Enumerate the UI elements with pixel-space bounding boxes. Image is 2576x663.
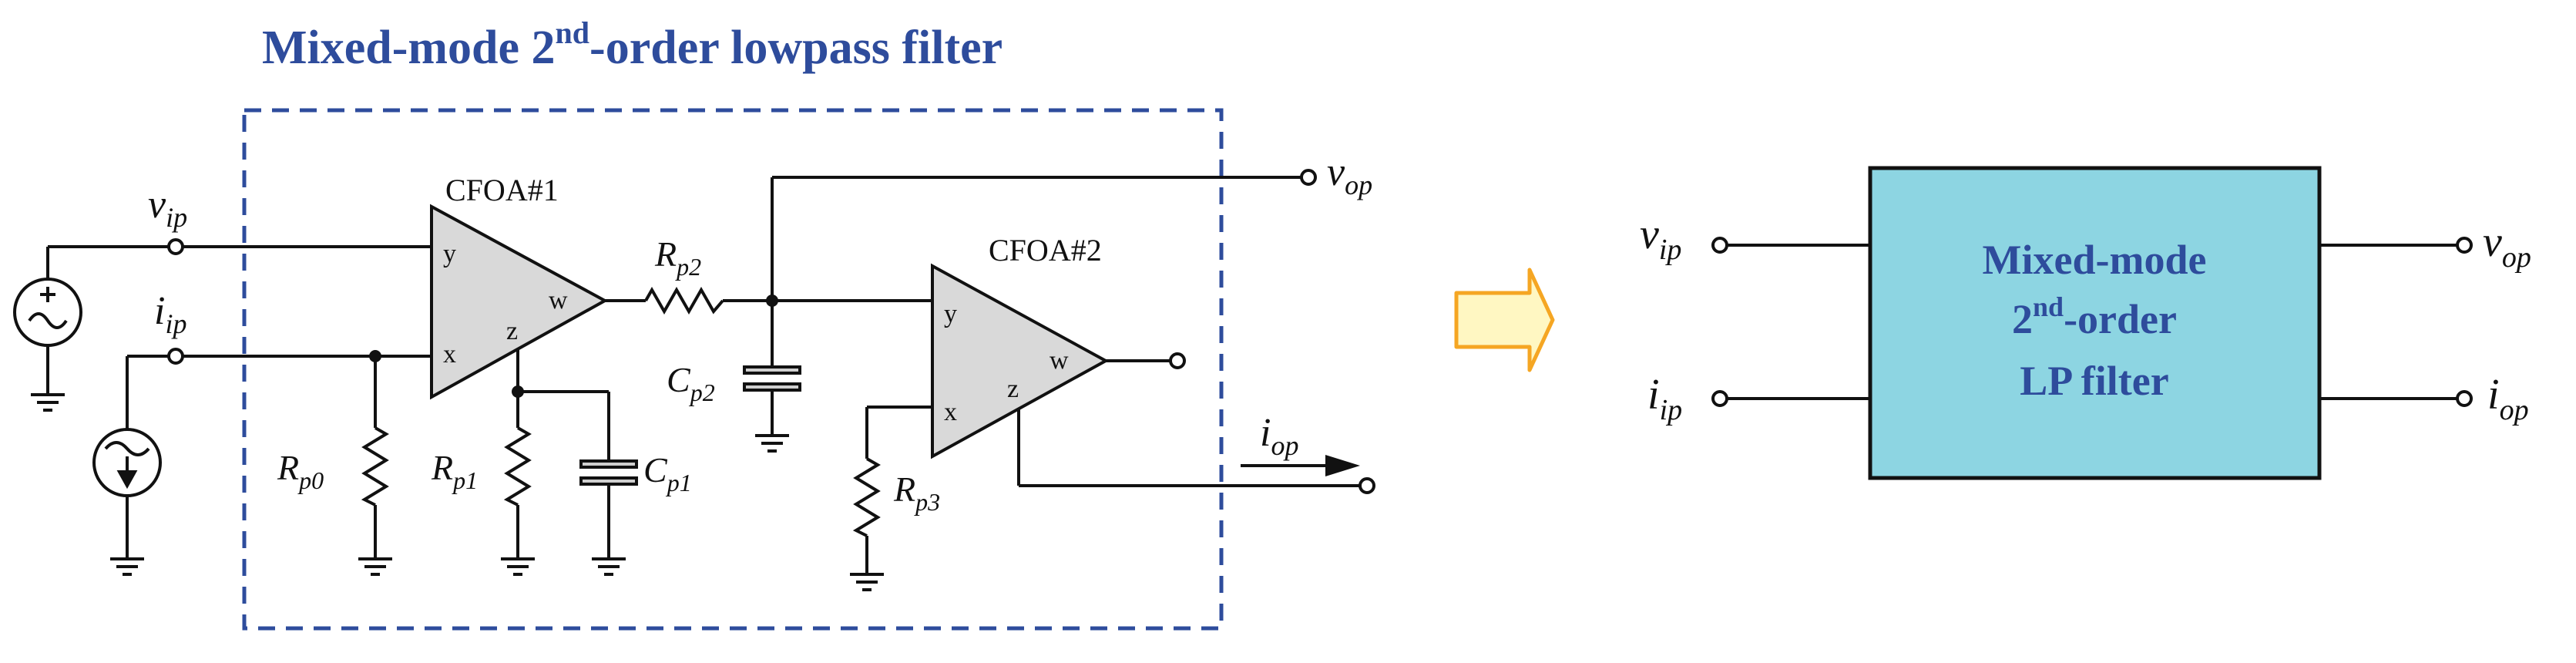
- vip-label: vip: [148, 183, 187, 233]
- cfoa2-z-pin-label: z: [1007, 375, 1019, 403]
- current-source-icon: [92, 428, 162, 497]
- block-vop-label: vop: [2483, 218, 2531, 274]
- cp2-label: Cp2: [667, 360, 715, 406]
- block-vip-label: vip: [1640, 210, 1681, 266]
- cfoa2-x-pin-label: x: [944, 398, 957, 426]
- iop-label: iop: [1260, 411, 1298, 461]
- rp2-resistor-icon: [644, 286, 724, 315]
- circuit-wires: [46, 176, 2458, 574]
- cfoa1-z-pin-label: z: [506, 317, 518, 345]
- block-iip-label: iip: [1647, 371, 1682, 426]
- rp0-resistor-icon: [361, 426, 389, 507]
- junction-dots: [369, 294, 778, 398]
- lp-filter-block: Mixed-mode 2nd-order LP filter: [1868, 166, 2322, 480]
- cfoa2-y-pin-label: y: [944, 300, 957, 328]
- block-iop-label: iop: [2487, 371, 2529, 426]
- cp2-capacitor-icon: [743, 365, 801, 392]
- rp1-label: Rp1: [431, 448, 478, 494]
- cfoa1-y-pin-label: y: [443, 240, 456, 268]
- block-line3: LP filter: [2020, 358, 2168, 404]
- resistor-icons: [361, 286, 881, 537]
- cp1-label: Cp1: [643, 450, 692, 496]
- cfoa2-w-pin-label: w: [1050, 346, 1069, 375]
- component-labels: Rp0 Rp1 Cp1 Rp2 Cp2 Rp3: [277, 234, 940, 516]
- transition-arrow-icon: [1454, 268, 1555, 372]
- cfoa1-label: CFOA#1: [445, 173, 559, 207]
- cfoa1-x-pin-label: x: [443, 340, 456, 369]
- voltage-source-icon: [13, 278, 82, 347]
- iop-arrow-icon: [1241, 455, 1360, 476]
- capacitor-icons: [579, 365, 801, 486]
- block-line1: Mixed-mode: [1983, 237, 2207, 283]
- rp1-resistor-icon: [503, 426, 532, 507]
- block-line2: 2nd-order: [2012, 291, 2177, 342]
- port-labels-right: vip iip vop iop: [1640, 210, 2531, 426]
- rp2-label: Rp2: [654, 234, 701, 281]
- terminals: [167, 169, 2473, 494]
- cfoa1-amplifier: y x z w CFOA#1: [430, 173, 609, 400]
- rp3-label: Rp3: [893, 469, 940, 516]
- vop-label: vop: [1327, 150, 1372, 200]
- diagram-title: Mixed-mode 2nd-order lowpass filter: [262, 15, 1003, 74]
- rp0-label: Rp0: [277, 448, 324, 494]
- ground-icons: [31, 393, 884, 591]
- cfoa1-w-pin-label: w: [549, 286, 568, 315]
- rp3-resistor-icon: [852, 457, 881, 537]
- cfoa2-label: CFOA#2: [989, 233, 1102, 268]
- cp1-capacitor-icon: [579, 459, 638, 486]
- iip-label: iip: [154, 289, 186, 339]
- port-labels-left: vip iip vop iop: [148, 150, 1372, 461]
- filter-boundary-box: [242, 108, 1224, 631]
- cfoa2-amplifier: y x z w CFOA#2: [931, 233, 1110, 459]
